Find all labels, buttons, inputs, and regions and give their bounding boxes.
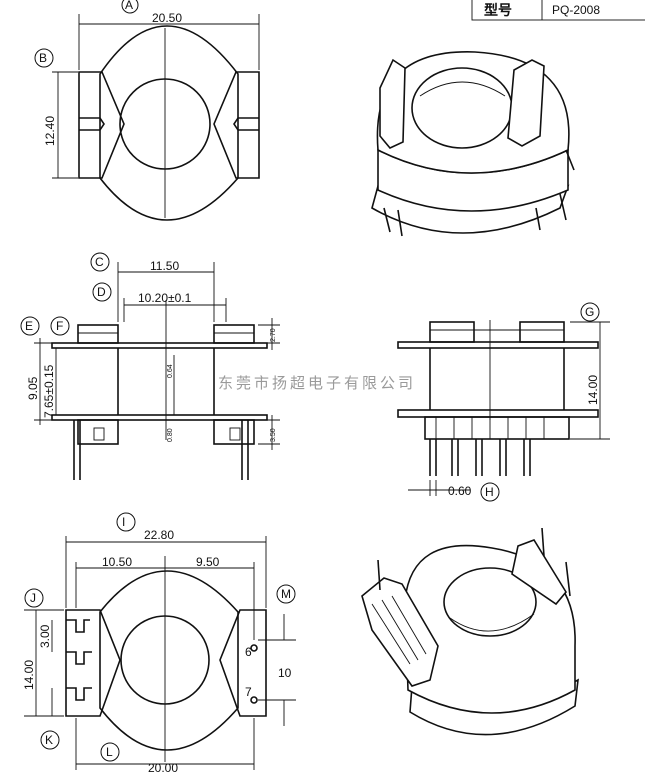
dim-bottom-height: 14.00 xyxy=(22,660,36,690)
dim-bottom-total: 22.80 xyxy=(144,528,174,542)
annotation-10: 10 xyxy=(278,666,292,680)
dim-top-width: 20.50 xyxy=(152,11,182,25)
dim-side-inner: 10.20±0.1 xyxy=(138,291,192,305)
dim-inner-a: 0.64 xyxy=(167,364,174,378)
top-view: 20.50 A 12.40 B xyxy=(34,0,260,221)
iso-view-bottom xyxy=(361,527,579,736)
marker-b: B xyxy=(39,51,47,65)
dim-bottom-pitch: 3.00 xyxy=(38,624,52,648)
pin-6-label: 6 xyxy=(245,645,252,659)
dim-left-inner: 7.65±0.15 xyxy=(42,364,56,418)
side-view-right: 14.00 G 0.60 H xyxy=(397,302,610,502)
marker-k: K xyxy=(45,733,53,747)
marker-h: H xyxy=(485,485,494,499)
dim-side-span: 11.50 xyxy=(150,259,179,273)
dim-flange-height: 2.70 xyxy=(270,328,277,342)
marker-m: M xyxy=(281,587,291,601)
marker-c: C xyxy=(95,255,104,269)
dim-inner-b: 0.80 xyxy=(167,428,174,442)
marker-g: G xyxy=(585,305,594,319)
watermark: 东莞市扬超电子有限公司 xyxy=(218,375,416,392)
dim-top-height: 12.40 xyxy=(43,116,57,146)
side-view-left: 11.50 C 10.20±0.1 D 2.70 3.50 0.64 0.80 … xyxy=(20,252,280,480)
marker-a: A xyxy=(125,0,133,12)
marker-l: L xyxy=(106,745,113,759)
dim-bottom-left: 10.50 xyxy=(102,555,132,569)
pin-7-label: 7 xyxy=(245,685,252,699)
dim-pin-length: 3.50 xyxy=(270,428,277,442)
dim-bottom-right: 9.50 xyxy=(196,555,220,569)
marker-i: I xyxy=(122,515,125,529)
dim-bottom-base: 20.00 xyxy=(148,761,178,775)
bottom-view: 22.80 I 10.50 9.50 14.00 3.00 J K 20.00 … xyxy=(22,512,296,775)
marker-d: D xyxy=(97,285,106,299)
model-number: PQ-2008 xyxy=(552,3,600,17)
marker-j: J xyxy=(30,591,36,605)
marker-f: F xyxy=(56,319,63,333)
dim-pin-pitch: 0.60 xyxy=(448,484,472,498)
title-block: 型号 PQ-2008 xyxy=(471,0,645,21)
dim-left-total: 9.05 xyxy=(26,376,40,400)
dim-right-height: 14.00 xyxy=(586,375,600,405)
marker-e: E xyxy=(25,319,33,333)
title-label: 型号 xyxy=(484,2,512,18)
iso-view-top xyxy=(371,51,575,237)
